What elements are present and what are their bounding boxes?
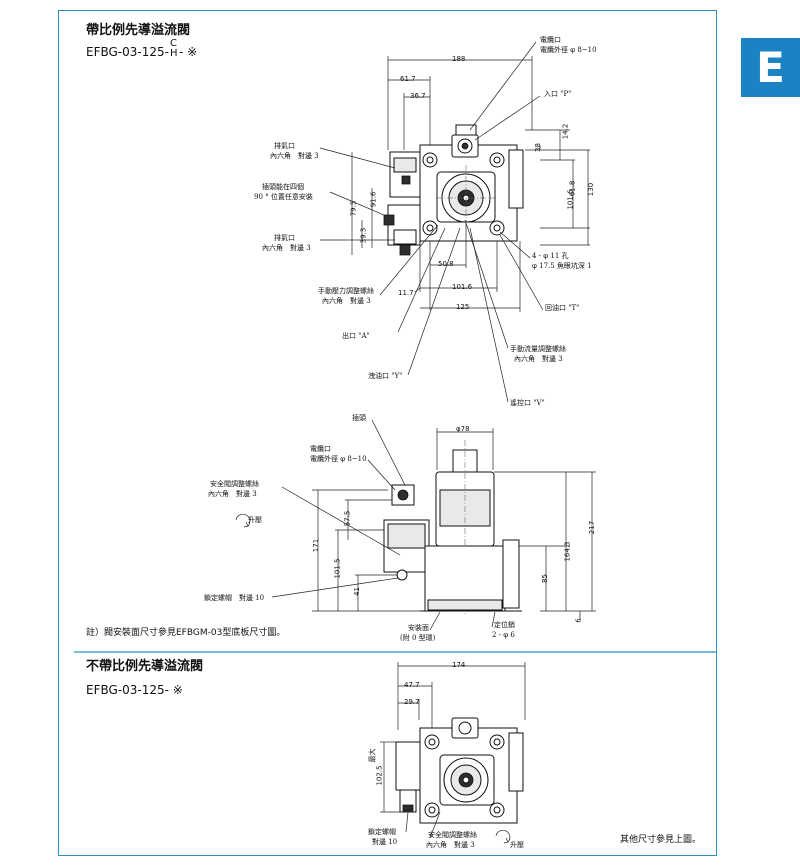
label-b-safety-2: 內六角 對邊 3: [426, 841, 475, 849]
label-drain-y: 洩油口 "Y": [368, 372, 403, 380]
label-pin-2: 2 - φ 6: [492, 631, 515, 639]
label-vent-a-2: 內六角 對邊 3: [270, 152, 319, 160]
note-mounting-surface: 註）閥安裝面尺寸參見EFBGM-03型底板尺寸圖。: [86, 628, 286, 638]
bottom-view-drawing: [380, 662, 525, 843]
dim-6: 6: [574, 618, 583, 623]
dim-29-7: 29.7: [404, 698, 420, 706]
label-plug: 插頭: [352, 414, 366, 422]
label-manual-pressure-2: 內六角 對邊 3: [322, 297, 371, 305]
label-locknut: 鎖定螺帽 對邊 10: [204, 594, 265, 602]
label-manual-pressure-1: 手動壓力調整螺絲: [318, 287, 374, 295]
dim-174: 174: [452, 661, 466, 669]
dim-125: 125: [456, 303, 470, 311]
dim-101-6b: 101.6: [452, 283, 473, 291]
dim-164-3: 164.3: [563, 541, 572, 562]
dim-47-7: 47.7: [404, 681, 420, 689]
dim-14-2: 14.2: [561, 123, 570, 140]
label-return-t: 回油口 "T": [545, 304, 580, 312]
label-mount-2: (附 0 型環): [400, 634, 436, 642]
dim-101-6: 101.6: [566, 189, 575, 210]
label-side-cable-port: 電纜口: [310, 445, 331, 453]
dim-41: 41: [352, 587, 361, 596]
dim-max: 最大: [368, 748, 377, 763]
dim-39-3: 39.3: [359, 227, 368, 244]
dim-36-7: 36.7: [410, 92, 426, 100]
side-view-drawing: [236, 420, 596, 630]
dim-85: 85: [540, 574, 549, 583]
model-variant-h: H: [169, 48, 178, 59]
top-view-drawing: [320, 42, 590, 402]
dim-50-8: 50.8: [438, 260, 454, 268]
dim-171: 171: [312, 538, 321, 553]
dim-130: 130: [587, 182, 596, 197]
label-pin-1: 定位銷: [494, 621, 515, 629]
label-vent-a-1: 排氣口: [274, 142, 295, 150]
label-b-locknut-2: 對邊 10: [372, 838, 398, 846]
label-holes-1: 4 - φ 11 孔: [532, 252, 569, 260]
label-safety-1: 安全閥調整螺絲: [210, 480, 259, 488]
label-holes-2: φ 17.5 魚眼坑深 1: [532, 262, 592, 270]
label-remote-v: 遙控口 "V": [510, 399, 545, 407]
label-inlet-p: 入口 "P": [544, 90, 572, 98]
section-tab: E: [741, 38, 800, 97]
label-outlet-a: 出口 "A": [342, 332, 370, 340]
label-cable-dia: 電纜外徑 φ 8~10: [540, 46, 597, 54]
dim-102-5: 102.5: [375, 765, 384, 786]
section2-model: EFBG-03-125- ※: [86, 683, 183, 697]
model-variant-c: C: [169, 38, 177, 49]
dim-79-5: 79.5: [349, 200, 358, 217]
dim-38: 38: [533, 143, 542, 152]
label-vent-b-2: 內六角 對邊 3: [262, 244, 311, 252]
label-manual-flow-2: 內六角 對邊 3: [514, 355, 563, 363]
dim-phi78: φ78: [456, 425, 470, 433]
note-other-dims: 其他尺寸參見上圖。: [620, 835, 702, 845]
dim-61-7: 61.7: [400, 75, 416, 83]
dim-11-7: 11.7: [398, 289, 414, 297]
section2-title: 不帶比例先導溢流閥: [86, 659, 204, 674]
label-rise: 升壓: [248, 516, 262, 524]
dim-217: 217: [588, 520, 597, 535]
label-b-safety-1: 安全閥調整螺絲: [428, 831, 477, 839]
label-mount-1: 安裝面: [408, 624, 429, 632]
dim-101-5: 101.5: [333, 558, 342, 579]
dim-188: 188: [452, 55, 466, 63]
dim-57-5: 57.5: [343, 510, 352, 527]
label-b-rise: 升壓: [510, 841, 524, 849]
label-manual-flow-1: 手動流量調整螺絲: [510, 345, 566, 353]
model-suffix: - ※: [178, 45, 198, 59]
label-side-cable-dia: 電纜外徑 φ 8~10: [310, 455, 367, 463]
model-prefix: EFBG-03-125-: [86, 45, 169, 59]
label-safety-2: 內六角 對邊 3: [208, 490, 257, 498]
label-cable-port: 電纜口: [540, 36, 561, 44]
section1-title: 帶比例先導溢流閥: [86, 23, 191, 38]
page-frame: [58, 10, 717, 856]
label-b-locknut-1: 鎖定螺帽: [368, 828, 396, 836]
dim-91-6: 91.6: [369, 191, 378, 208]
label-plug-2: 90 ° 位置任意安裝: [254, 193, 313, 201]
label-vent-b-1: 排氣口: [274, 234, 295, 242]
label-plug-1: 插頭能在四個: [262, 183, 304, 191]
